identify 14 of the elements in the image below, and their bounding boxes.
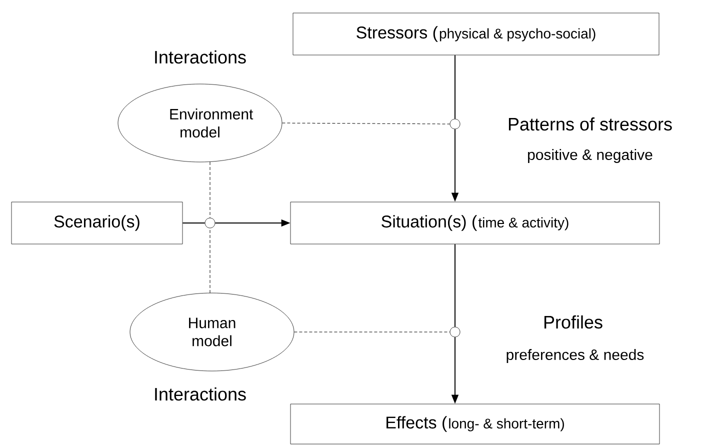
- annotation-text: Interactions: [155, 50, 246, 64]
- junction-circle: [450, 118, 460, 130]
- annotation-text: Profiles: [544, 315, 602, 329]
- annotation-text: Interactions: [155, 387, 246, 401]
- annotation-text: positive & negative: [528, 149, 652, 163]
- process-box: Scenario(s): [11, 202, 183, 244]
- annotation-text: preferences & needs: [506, 349, 644, 363]
- junction-circle: [204, 218, 216, 228]
- dashed-connector: [282, 122, 450, 124]
- process-box: Situation(s) (time & activity): [290, 202, 660, 244]
- annotation-text: Patterns of stressors: [508, 117, 672, 131]
- process-box: Effects (long- & short-term): [290, 404, 660, 444]
- junction-circle: [450, 326, 460, 338]
- process-box: Stressors (physical & psycho-social): [292, 12, 660, 56]
